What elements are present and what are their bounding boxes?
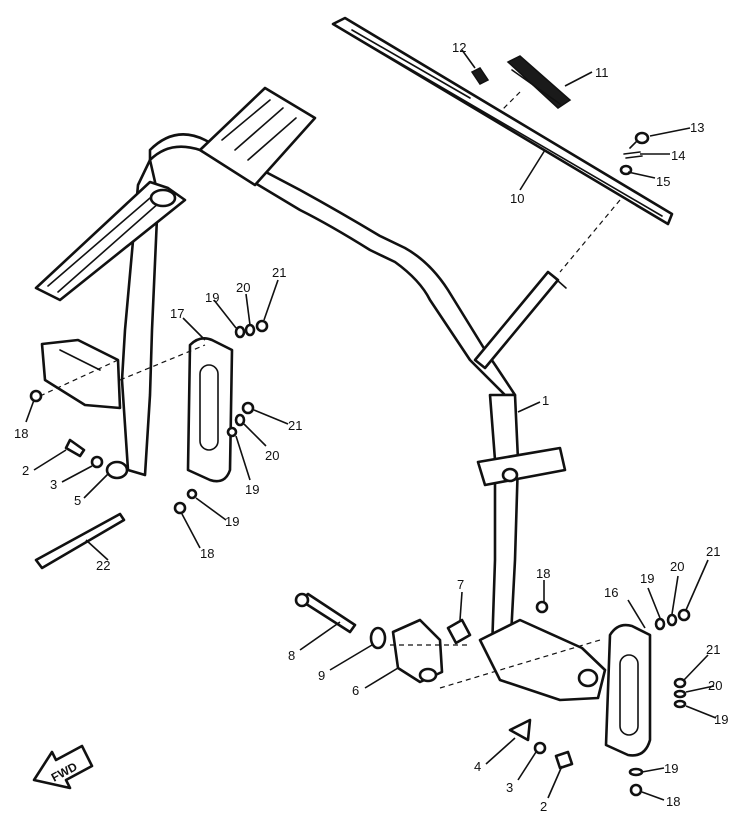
callout-4: 4 <box>474 759 481 774</box>
callout-3: 3 <box>50 477 57 492</box>
callouts: 1 2 2 3 3 4 5 6 7 8 9 10 11 12 13 14 15 … <box>14 40 728 814</box>
callout-19: 19 <box>640 571 654 586</box>
callout-2: 2 <box>540 799 547 814</box>
part-10-top-bar <box>331 16 674 226</box>
part-22-strap <box>34 512 126 570</box>
leader-lines <box>25 49 717 801</box>
callout-21: 21 <box>706 544 720 559</box>
callout-18: 18 <box>14 426 28 441</box>
callout-19: 19 <box>245 482 259 497</box>
callout-22: 22 <box>96 558 110 573</box>
callout-20: 20 <box>708 678 722 693</box>
part-14-spring <box>623 151 643 159</box>
middle-hardware <box>226 319 269 438</box>
callout-7: 7 <box>457 577 464 592</box>
callout-3: 3 <box>506 780 513 795</box>
callout-10: 10 <box>510 191 524 206</box>
callout-19: 19 <box>664 761 678 776</box>
part-9-washer <box>369 626 387 650</box>
assembly-lines <box>39 91 621 689</box>
callout-18: 18 <box>536 566 550 581</box>
part-13-bolt <box>629 131 650 149</box>
part-16-step-plate <box>604 623 652 757</box>
callout-21: 21 <box>288 418 302 433</box>
callout-8: 8 <box>288 648 295 663</box>
callout-6: 6 <box>352 683 359 698</box>
part-17-step-plate <box>186 337 234 483</box>
part-6-clamp <box>391 618 444 684</box>
callout-20: 20 <box>236 280 250 295</box>
callout-14: 14 <box>671 148 685 163</box>
callout-19: 19 <box>205 290 219 305</box>
part-11-toothed-block <box>506 55 572 109</box>
right-lower-bracket <box>478 618 607 702</box>
part-12-clip <box>470 67 490 85</box>
callout-1: 1 <box>542 393 549 408</box>
part-7-spacer <box>446 618 472 645</box>
callout-12: 12 <box>452 40 466 55</box>
callout-18: 18 <box>200 546 214 561</box>
callout-2: 2 <box>22 463 29 478</box>
callout-21: 21 <box>706 642 720 657</box>
part-8-bolt <box>294 592 357 634</box>
callout-16: 16 <box>604 585 618 600</box>
callout-21: 21 <box>272 265 286 280</box>
callout-17: 17 <box>170 306 184 321</box>
callout-20: 20 <box>670 559 684 574</box>
left-lower-bracket <box>40 338 122 410</box>
callout-18: 18 <box>666 794 680 809</box>
callout-19: 19 <box>225 514 239 529</box>
callout-11: 11 <box>595 65 609 80</box>
fwd-arrow: FWD <box>32 744 94 790</box>
callout-5: 5 <box>74 493 81 508</box>
callout-19: 19 <box>714 712 728 727</box>
callout-15: 15 <box>656 174 670 189</box>
callout-20: 20 <box>265 448 279 463</box>
callout-9: 9 <box>318 668 325 683</box>
callout-13: 13 <box>690 120 704 135</box>
right-hardware <box>508 600 691 797</box>
left-footrest-arm <box>34 180 187 302</box>
left-hardware <box>29 389 198 515</box>
